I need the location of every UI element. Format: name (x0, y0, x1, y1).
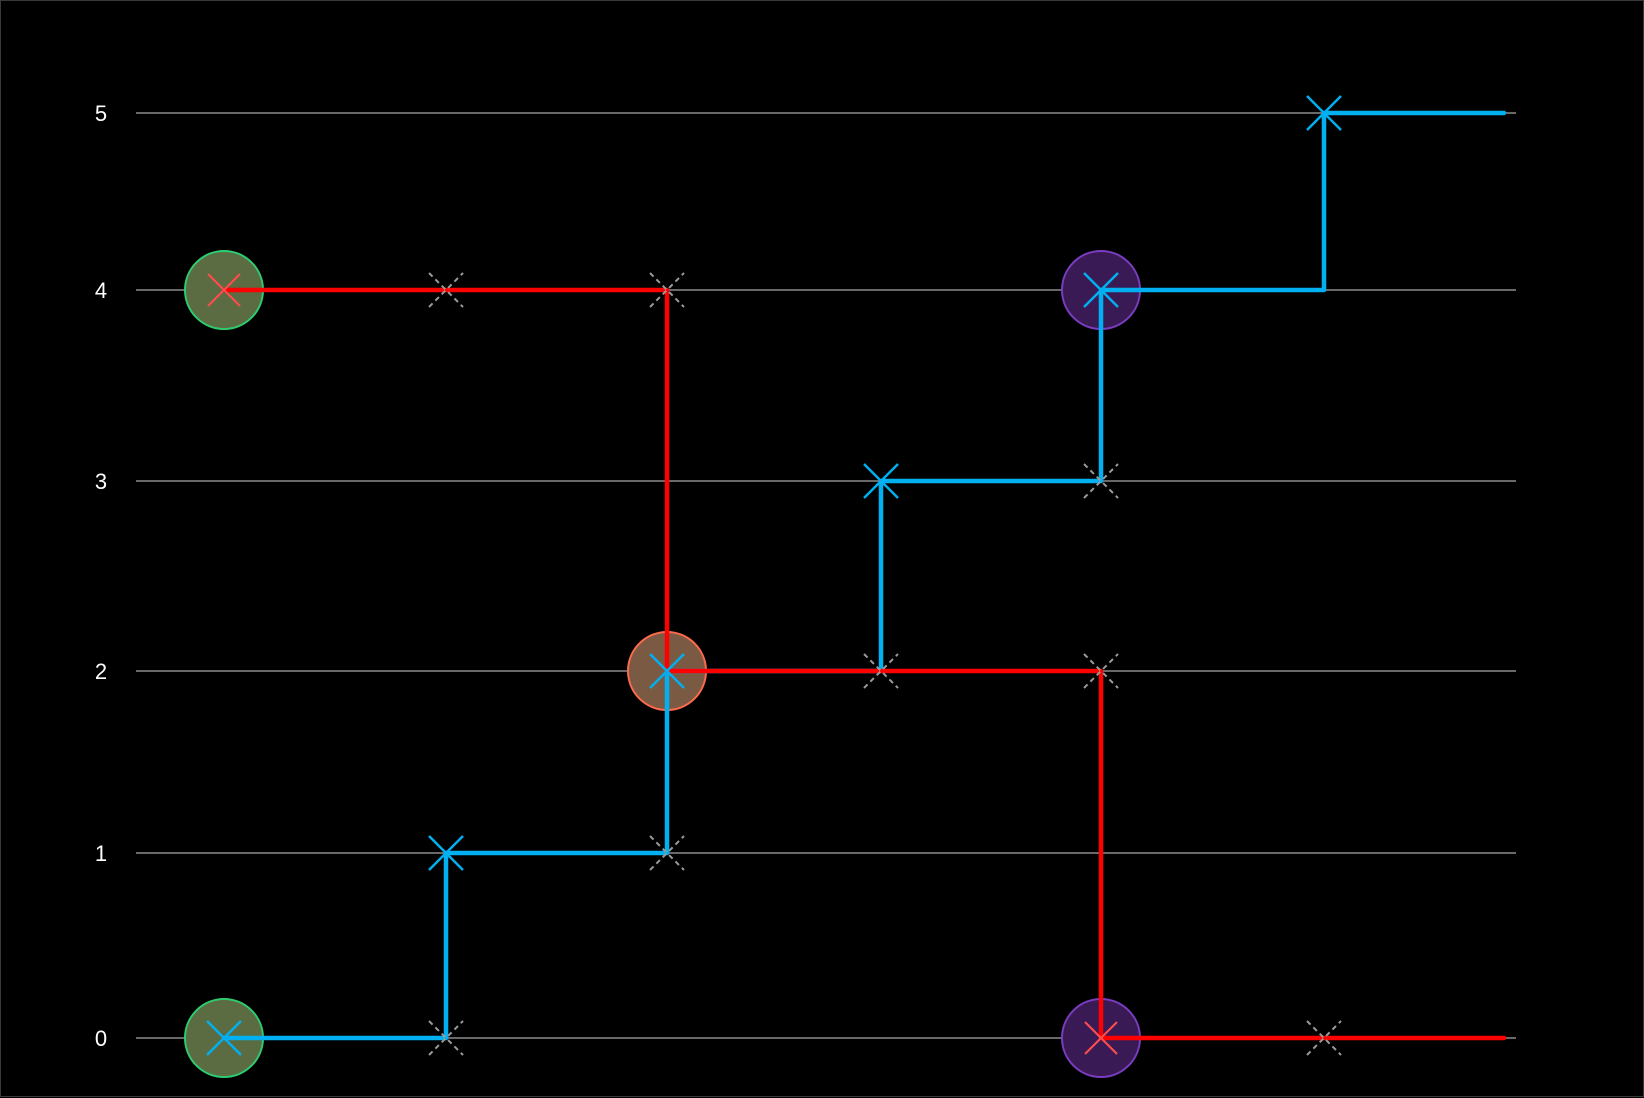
blue-cross-marker-c5-l5 (1306, 95, 1342, 131)
level-label-5: 5 (95, 101, 107, 126)
level-label-2: 2 (95, 659, 107, 684)
cross-stroke-b (863, 463, 899, 499)
level-label-0: 0 (95, 1026, 107, 1051)
inactive-cross-marker-c2-l4 (649, 272, 685, 308)
cross-stroke-a (428, 272, 464, 308)
blue-step-path (221, 110, 1507, 1041)
blue-cross-marker-c2-l2 (649, 653, 685, 689)
cross-stroke-b (428, 1020, 464, 1056)
cross-stroke-a (649, 272, 685, 308)
blue-cross-marker-c3-l3 (863, 463, 899, 499)
cross-stroke-a (1083, 463, 1119, 499)
cross-stroke-b (649, 835, 685, 871)
inactive-cross-marker-c2-l1 (649, 835, 685, 871)
cross-stroke-b (1083, 463, 1119, 499)
cross-stroke-b (207, 273, 241, 307)
red-cross-marker-c0-l4 (207, 273, 241, 307)
cross-stroke-b (1083, 653, 1119, 689)
blue-cross-marker-c4-l4 (1083, 272, 1119, 308)
inactive-cross-marker-c1-l4 (428, 272, 464, 308)
cross-stroke-b (1083, 272, 1119, 308)
red-step-path (221, 287, 1507, 1041)
cross-stroke-a (863, 653, 899, 689)
cross-stroke-b (649, 272, 685, 308)
level-labels: 0 1 2 3 4 5 (95, 101, 107, 1051)
cross-stroke-b (428, 272, 464, 308)
cross-stroke-b (863, 653, 899, 689)
level-label-4: 4 (95, 278, 107, 303)
step-paths (221, 110, 1507, 1041)
cross-stroke-b (206, 1020, 242, 1056)
level-label-3: 3 (95, 469, 107, 494)
cross-stroke-a (649, 835, 685, 871)
cross-stroke-a (1306, 1020, 1342, 1056)
cross-markers (206, 95, 1342, 1056)
inactive-cross-marker-c5-l0 (1306, 1020, 1342, 1056)
inactive-cross-marker-c3-l2 (863, 653, 899, 689)
red-cross-marker-c4-l0 (1084, 1021, 1118, 1055)
cross-stroke-b (1306, 1020, 1342, 1056)
cross-stroke-a (1083, 653, 1119, 689)
cross-stroke-b (1306, 95, 1342, 131)
cross-stroke-b (649, 653, 685, 689)
cross-stroke-b (428, 835, 464, 871)
inactive-cross-marker-c4-l3 (1083, 463, 1119, 499)
inactive-cross-marker-c1-l0 (428, 1020, 464, 1056)
inactive-cross-marker-c4-l2 (1083, 653, 1119, 689)
blue-cross-marker-c1-l1 (428, 835, 464, 871)
cross-stroke-b (1084, 1021, 1118, 1055)
level-label-1: 1 (95, 841, 107, 866)
highlight-nodes (184, 250, 1141, 1078)
blue-cross-marker-c0-l0 (206, 1020, 242, 1056)
cross-stroke-a (428, 1020, 464, 1056)
gridlines (136, 112, 1516, 1039)
